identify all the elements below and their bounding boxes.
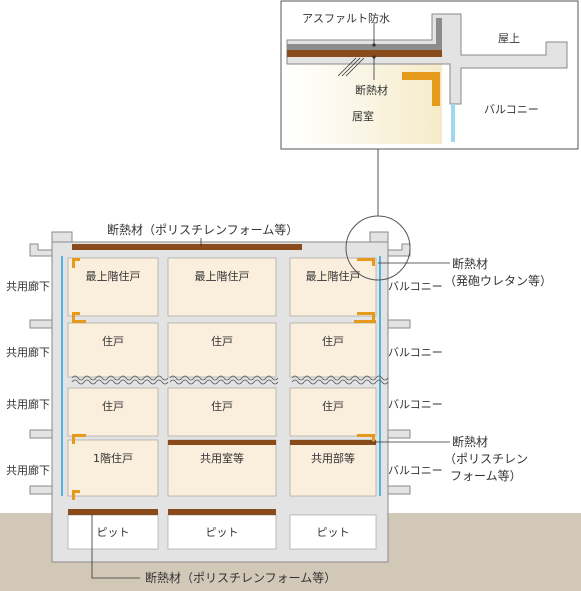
balcony-label: バルコニー	[388, 280, 443, 293]
corridor-slab	[29, 319, 53, 329]
urethane-insulation	[354, 320, 376, 323]
corridor-slab	[29, 485, 53, 495]
urethane-insulation	[72, 490, 80, 500]
balcony-slab	[387, 429, 411, 439]
balcony-label: バルコニー	[388, 398, 443, 411]
urethane-insulation	[357, 258, 375, 266]
corridor-slab	[29, 429, 53, 439]
balcony-slab	[387, 485, 411, 495]
break-line	[291, 375, 389, 381]
inset-insulation-label: 断熱材	[355, 83, 388, 97]
left-glass	[61, 256, 63, 496]
room-cell	[67, 439, 159, 497]
floor-insulation-board	[290, 440, 376, 445]
room-cell	[289, 439, 377, 497]
room-label: 住戸	[322, 334, 344, 348]
room-label: 住戸	[211, 399, 233, 413]
room-labels: 最上階住戸最上階住戸最上階住戸住戸住戸住戸住戸住戸住戸1階住戸共用室等共用部等ピ…	[86, 269, 361, 539]
room-label: 住戸	[322, 399, 344, 413]
room-cell	[167, 322, 277, 378]
room-label: ピット	[97, 526, 130, 539]
room-label: 共用部等	[311, 451, 355, 465]
urethane-insulation	[72, 258, 80, 268]
urethane-insulation	[72, 434, 86, 437]
roof-insulation-board	[72, 244, 302, 250]
room-cell	[167, 514, 277, 550]
asphalt-waterproofing-label: アスファルト防水	[302, 11, 390, 25]
room-cell	[167, 257, 277, 317]
floor-insulation-board	[168, 440, 276, 445]
break-line	[291, 379, 389, 385]
room-label: 最上階住戸	[195, 269, 250, 283]
room-label: 共用室等	[200, 451, 244, 465]
urethane-insulation	[357, 434, 375, 442]
room-cell	[167, 387, 277, 437]
room-label: 住戸	[102, 399, 124, 413]
detail-inset	[280, 0, 579, 216]
break-line	[71, 375, 169, 381]
rooftop-label: 屋上	[498, 32, 520, 45]
inset-balcony-label: バルコニー	[484, 103, 539, 116]
room-cell	[67, 387, 159, 437]
top-insulation-label: 断熱材（ポリスチレンフォーム等）	[107, 222, 298, 237]
room-cell	[67, 322, 159, 378]
room-cell	[289, 387, 377, 437]
room-label: ピット	[206, 526, 239, 539]
pit-insulation-board	[168, 509, 276, 515]
urethane-label-1: 断熱材	[452, 256, 488, 271]
room-label: 1階住戸	[93, 451, 133, 465]
break-line	[169, 379, 279, 385]
detail-callout-circle	[345, 215, 411, 281]
urethane-insulation	[72, 312, 80, 322]
room-label: 最上階住戸	[306, 269, 361, 283]
room-cell	[67, 514, 159, 550]
urethane-label-2: （発砲ウレタン等）	[444, 274, 552, 288]
slab-cantilevers	[29, 231, 411, 257]
corridor-label: 共用廊下	[6, 345, 50, 359]
urethane-insulation	[357, 312, 375, 320]
room-cell	[167, 439, 277, 497]
corridor-label: 共用廊下	[6, 463, 50, 477]
balcony-label: バルコニー	[388, 464, 443, 477]
room-cell	[289, 322, 377, 378]
room-label: 住戸	[102, 334, 124, 348]
room-cell	[289, 257, 377, 317]
room-label: ピット	[317, 526, 350, 539]
poly-label-2: （ポリスチレン	[444, 452, 528, 466]
balcony-label: バルコニー	[388, 346, 443, 359]
corridor-label: 共用廊下	[6, 397, 50, 411]
living-room-label: 居室	[352, 109, 374, 123]
corridor-label: 共用廊下	[6, 279, 50, 293]
room-cell	[67, 257, 159, 317]
poly-label-3: フォーム等）	[450, 469, 522, 483]
pit-insulation-board	[68, 509, 158, 515]
urethane-insulation	[72, 320, 86, 323]
room-cell	[289, 514, 377, 550]
frame-details	[29, 244, 411, 550]
bottom-insulation-label: 断熱材（ポリスチレンフォーム等）	[145, 570, 336, 585]
break-line	[169, 375, 279, 381]
room-label: 住戸	[211, 334, 233, 348]
balcony-slab	[387, 319, 411, 329]
room-label: 最上階住戸	[86, 269, 141, 283]
poly-label-1: 断熱材	[452, 434, 488, 449]
break-line	[71, 379, 169, 385]
